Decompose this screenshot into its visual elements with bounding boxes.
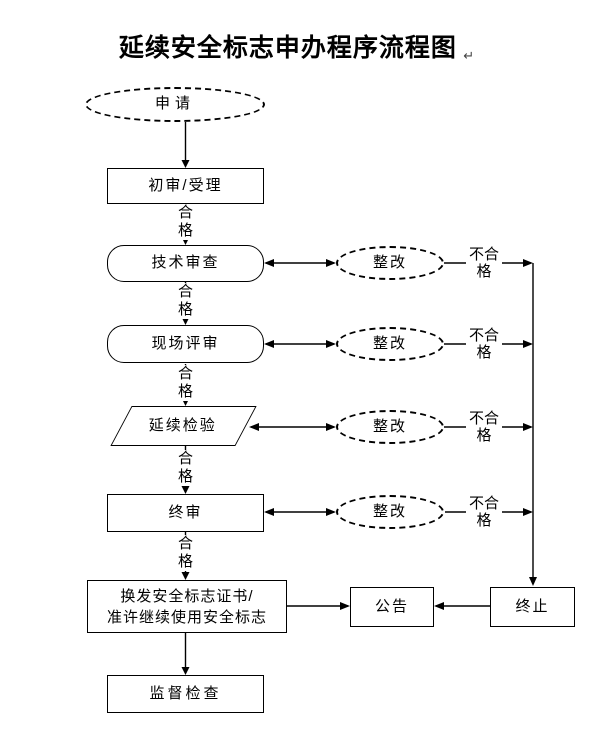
node-supervision: 监督检查 [107, 675, 264, 713]
node-apply-label: 申请 [154, 95, 195, 113]
node-rectify-2-label: 整改 [372, 334, 407, 352]
edge-label-fail-4: 不合格 [466, 495, 502, 529]
node-technical-review-label: 技术审查 [151, 254, 220, 272]
edge-label-pass-1: 合格 [177, 204, 194, 240]
node-terminate-label: 终止 [515, 597, 550, 615]
edge-label-fail-3: 不合格 [466, 410, 502, 444]
node-initial-review: 初审/受理 [107, 168, 264, 204]
rectify-double-arrows [249, 259, 336, 516]
node-site-review-label: 现场评审 [151, 334, 220, 352]
node-rectify-4-label: 整改 [372, 502, 407, 520]
node-initial-review-label: 初审/受理 [148, 176, 223, 194]
node-announcement-label: 公告 [374, 597, 409, 615]
edge-label-pass-3: 合格 [177, 365, 194, 401]
node-rectify-2: 整改 [336, 327, 444, 361]
node-reissue-certificate: 换发安全标志证书/ 准许继续使用安全标志 [87, 580, 287, 633]
node-site-review: 现场评审 [107, 325, 264, 363]
node-supervision-label: 监督检查 [149, 684, 222, 702]
bottom-row-connectors [287, 602, 490, 610]
node-final-review: 终审 [107, 494, 264, 532]
node-apply: 申请 [85, 87, 265, 122]
node-rectify-3: 整改 [336, 410, 444, 444]
node-terminate: 终止 [490, 587, 575, 627]
node-reissue-line2: 准许继续使用安全标志 [106, 608, 267, 626]
page-title: 延续安全标志申办程序流程图 [118, 34, 457, 62]
node-renewal-inspection-label: 延续检验 [149, 416, 218, 434]
node-rectify-1-label: 整改 [372, 253, 407, 271]
node-rectify-1: 整改 [336, 246, 444, 280]
edge-label-pass-4: 合格 [177, 450, 194, 486]
node-technical-review: 技术审查 [107, 245, 264, 282]
node-rectify-4: 整改 [336, 495, 444, 529]
edge-label-pass-2: 合格 [177, 283, 194, 319]
edge-label-fail-2: 不合格 [466, 327, 502, 361]
node-reissue-line1: 换发安全标志证书/ [120, 587, 254, 605]
node-final-review-label: 终审 [168, 503, 203, 521]
title-row: 延续安全标志申办程序流程图 ↵ [0, 28, 611, 64]
paragraph-mark-icon: ↵ [463, 48, 475, 63]
node-rectify-3-label: 整改 [372, 417, 407, 435]
node-renewal-inspection: 延续检验 [110, 406, 257, 446]
node-announcement: 公告 [350, 587, 434, 627]
edge-label-pass-5: 合格 [177, 535, 194, 571]
edge-label-fail-1: 不合格 [466, 246, 502, 280]
